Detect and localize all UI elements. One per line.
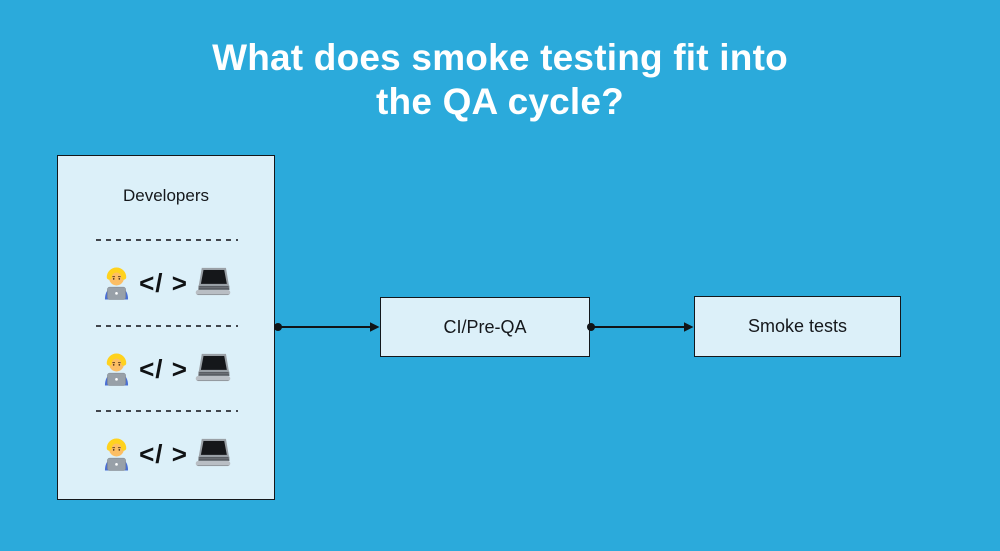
- laptop-icon: [194, 353, 232, 385]
- developer-row: </ >: [58, 433, 274, 475]
- dashed-divider: [96, 325, 238, 327]
- developers-box: Developers </ >: [57, 155, 275, 500]
- dashed-divider: [96, 239, 238, 241]
- laptop-icon: [194, 438, 232, 470]
- developer-row: </ >: [58, 348, 274, 390]
- code-symbol: </ >: [139, 267, 188, 298]
- code-symbol: </ >: [139, 438, 188, 469]
- connector-developers-to-ci: [274, 322, 380, 332]
- laptop-icon: [194, 267, 232, 299]
- ci-pre-qa-box: CI/Pre-QA: [380, 297, 590, 357]
- man-technologist-icon: [100, 437, 133, 471]
- man-technologist-icon: [100, 266, 133, 300]
- smoke-tests-box: Smoke tests: [694, 296, 901, 357]
- developers-label: Developers: [123, 186, 209, 205]
- code-symbol: </ >: [139, 353, 188, 384]
- ci-pre-qa-label: CI/Pre-QA: [443, 316, 527, 337]
- connector-ci-to-smoke: [587, 322, 694, 332]
- page-title-line1: What does smoke testing fit into: [212, 37, 788, 78]
- man-technologist-icon: [100, 352, 133, 386]
- page-title-line2: the QA cycle?: [376, 81, 624, 123]
- page-title: What does smoke testing fit into the QA …: [0, 36, 1000, 125]
- dashed-divider: [96, 410, 238, 412]
- smoke-tests-label: Smoke tests: [747, 316, 848, 336]
- developer-row: </ >: [58, 262, 274, 304]
